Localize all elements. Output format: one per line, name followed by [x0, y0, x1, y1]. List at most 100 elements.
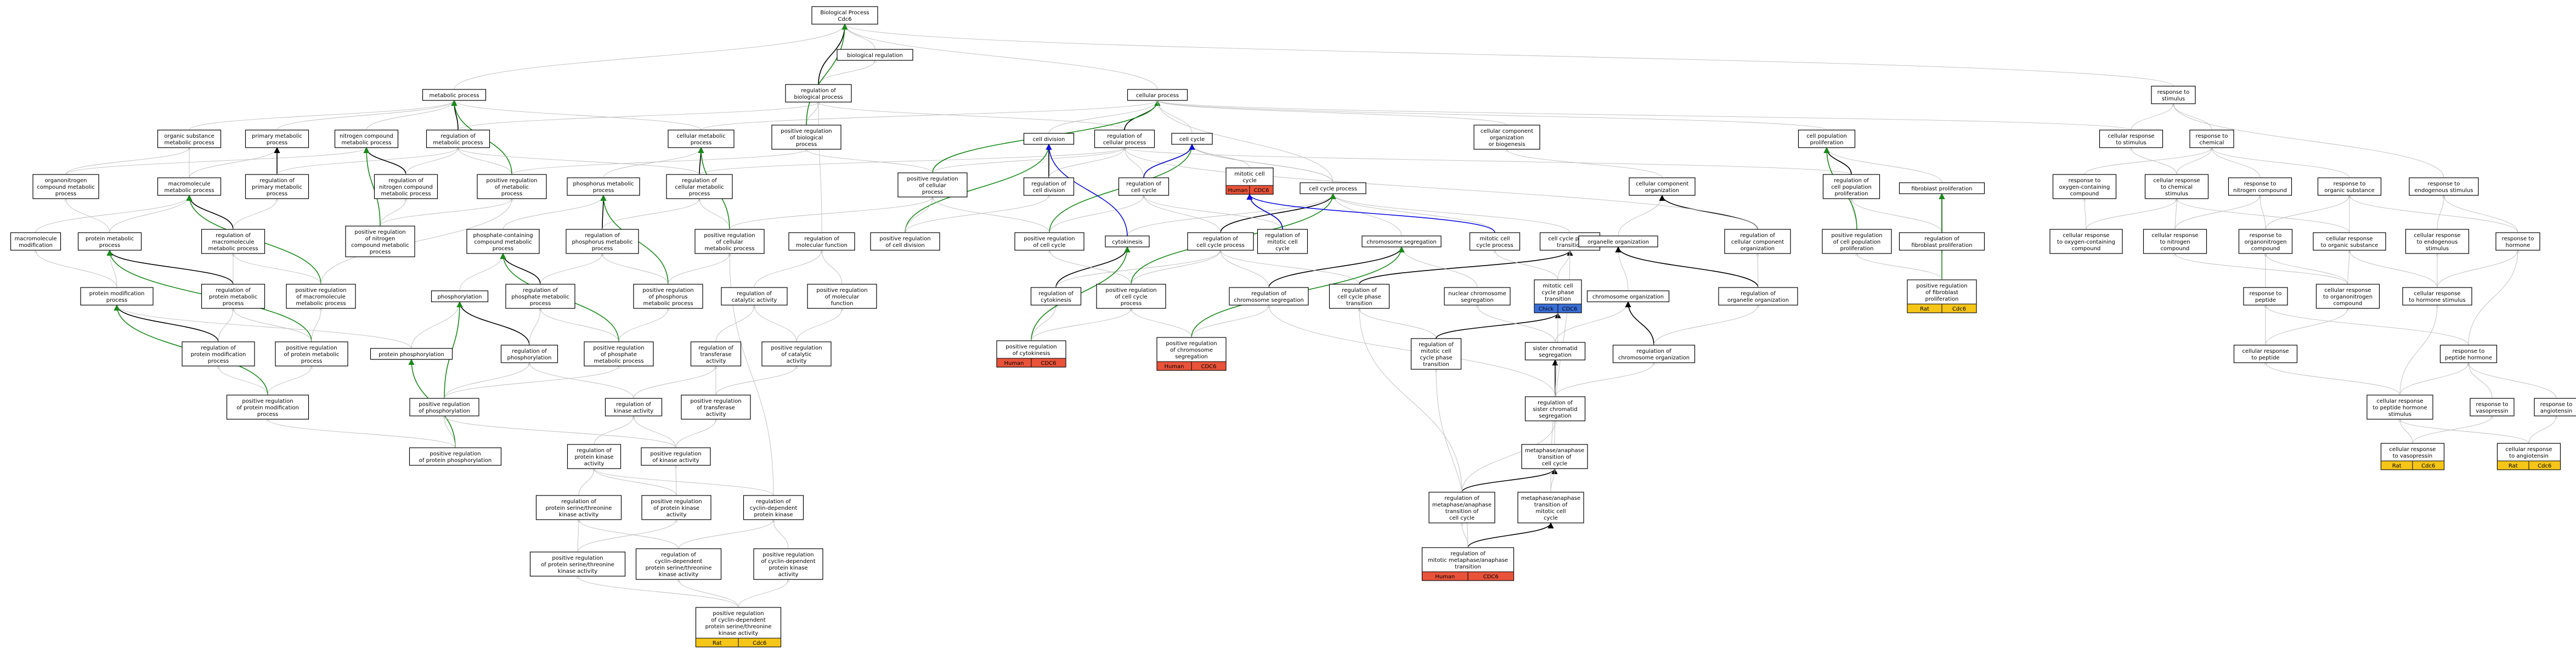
- go-term-node-chromseg[interactable]: chromosome segregation: [1362, 236, 1441, 247]
- go-term-node-cytokinesis[interactable]: cytokinesis: [1105, 236, 1149, 247]
- go-term-node-celldiv[interactable]: cell division: [1024, 133, 1074, 144]
- go-term-node-metab[interactable]: metabolic process: [423, 89, 486, 100]
- go-term-node-protphos[interactable]: protein phosphorylation: [371, 348, 453, 359]
- go-term-node-phosphorylation[interactable]: phosphorylation: [432, 291, 488, 302]
- go-term-node-biolreg[interactable]: biological regulation: [837, 49, 913, 60]
- go-term-node-regmetaana[interactable]: regulation ofmetaphase/anaphasetransitio…: [1429, 492, 1495, 523]
- go-term-node-cellproc[interactable]: cellular process: [1128, 89, 1188, 100]
- go-term-node-cellcycle[interactable]: cell cycle: [1172, 133, 1212, 144]
- go-term-node-chromorg[interactable]: chromosome organization: [1588, 291, 1669, 302]
- go-term-node-fibprolif[interactable]: fibroblast proliferation: [1900, 183, 1985, 194]
